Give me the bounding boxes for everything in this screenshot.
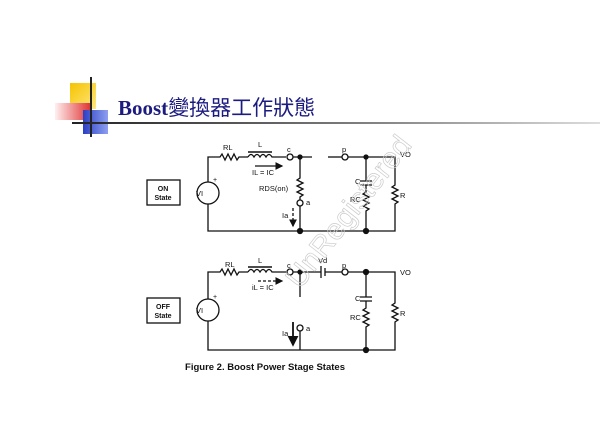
figure-caption: Figure 2. Boost Power Stage States: [185, 362, 345, 373]
l-label: L: [258, 256, 262, 265]
rds-label: RDS(on): [259, 184, 289, 193]
inductor-coil: [247, 153, 286, 159]
node-c-label: c: [287, 145, 291, 154]
off-state-label-2: State: [154, 313, 171, 320]
rl-label: RL: [225, 260, 235, 269]
ia-label: Ia: [282, 329, 289, 338]
on-state-box: [146, 179, 181, 206]
ia-label: Ia: [282, 211, 289, 220]
r-label: R: [400, 191, 406, 200]
rl-resistor: [207, 152, 248, 182]
vi-source-icon: [196, 298, 220, 322]
vd-label: Vd: [318, 256, 327, 265]
svg-text:+: +: [213, 294, 217, 301]
title-latin: Boost: [118, 96, 169, 120]
vi-label: VI: [196, 189, 203, 198]
rc-label: RC: [350, 313, 361, 322]
on-state-circuit: ON State + VI RL L c IL = IC RDS(on) a I…: [146, 140, 411, 235]
cap-label: C: [355, 294, 361, 303]
node-c: [286, 153, 294, 161]
on-state-label-2: State: [154, 195, 171, 202]
off-state-label: OFF: [156, 304, 171, 311]
vo-label: VO: [400, 268, 411, 277]
slide-title: Boost變換器工作狀態: [118, 92, 315, 122]
current-label: IL = IC: [252, 168, 275, 177]
vo-label: VO: [400, 150, 411, 159]
r-label: R: [400, 309, 406, 318]
off-state-circuit: OFF State + VI RL L c iL = IC Vd a Ia p: [146, 256, 411, 354]
node-p-label: p: [342, 261, 346, 270]
node-p-label: p: [342, 145, 346, 154]
title-cjk: 變換器工作狀態: [168, 96, 316, 120]
switch-node-a: [296, 199, 304, 207]
current-label: iL = IC: [252, 283, 274, 292]
on-state-label: ON: [158, 186, 169, 193]
node-c-label: c: [287, 261, 291, 270]
cap-label: C: [355, 177, 361, 186]
node-p: [341, 153, 349, 161]
off-state-box: [146, 297, 181, 324]
svg-text:+: +: [213, 177, 217, 184]
rc-label: RC: [350, 195, 361, 204]
title-underline: [72, 122, 600, 124]
deco-vertical-line: [90, 77, 92, 137]
vi-source-icon: [196, 181, 220, 205]
rl-label: RL: [223, 143, 233, 152]
l-label: L: [258, 140, 262, 149]
deco-red-bar: [55, 103, 91, 120]
node-a-label: a: [306, 198, 311, 207]
vi-label: VI: [196, 306, 203, 315]
node-a-label: a: [306, 324, 311, 333]
